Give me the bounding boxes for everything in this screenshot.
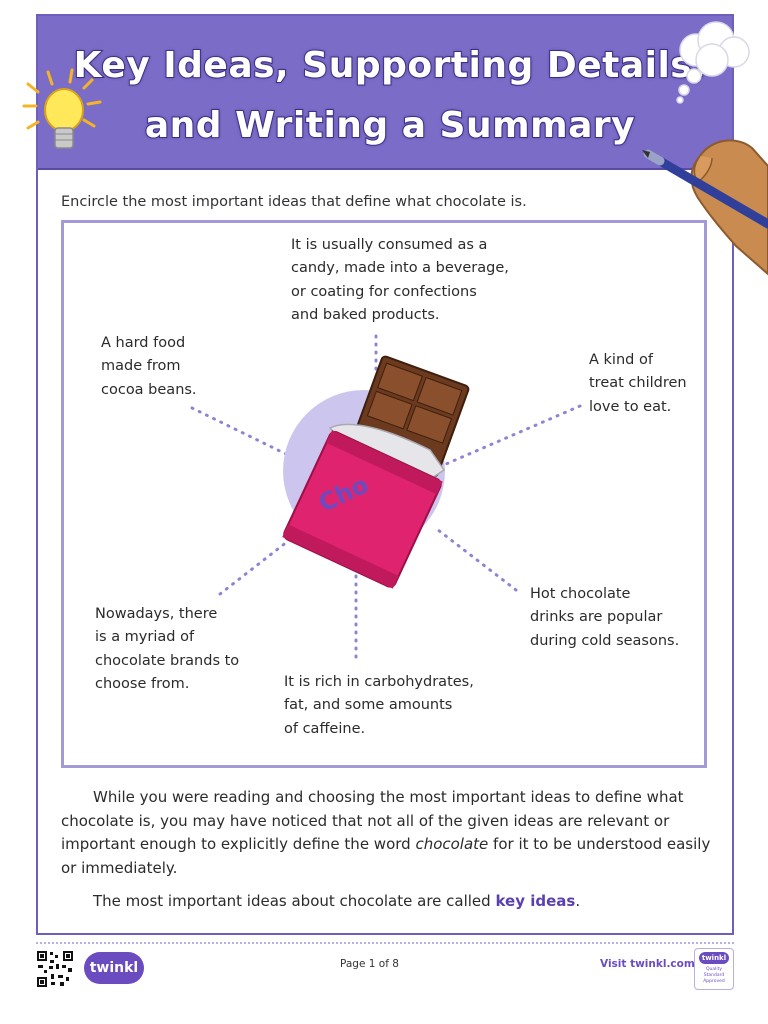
title-banner bbox=[38, 16, 732, 170]
idea-lower-right: Hot chocolate drinks are popular during … bbox=[530, 586, 680, 649]
idea-upper-right: A kind of treat children love to eat. bbox=[589, 352, 687, 415]
footer-divider bbox=[36, 942, 734, 944]
connector-upper-left bbox=[190, 406, 292, 458]
title-line-1: Key Ideas, Supporting Details, bbox=[73, 44, 707, 87]
connector-lower-left bbox=[218, 536, 294, 596]
paragraph-1-before: While you were reading and choosing the … bbox=[61, 788, 684, 853]
instruction-text: Encircle the most important ideas that d… bbox=[61, 194, 527, 210]
twinkl-logo-icon[interactable]: twinkl bbox=[84, 952, 144, 984]
paragraph-2: The most important ideas about chocolate… bbox=[61, 890, 711, 914]
idea-top: It is usually consumed as a candy, made … bbox=[291, 237, 509, 323]
thought-cloud-icon bbox=[676, 21, 750, 104]
badge-caption: Quality Standard Approved bbox=[703, 967, 725, 984]
qr-code-icon[interactable] bbox=[36, 950, 74, 988]
visit-link[interactable]: Visit twinkl.com.ph bbox=[600, 958, 714, 970]
paragraph-2-after: . bbox=[575, 892, 581, 910]
connector-lower-right bbox=[436, 528, 518, 592]
paragraph-2-before: The most important ideas about chocolate… bbox=[93, 892, 496, 910]
page-frame bbox=[36, 14, 734, 935]
idea-upper-left: A hard food made from cocoa beans. bbox=[101, 335, 197, 398]
quality-badge-icon: twinkl Quality Standard Approved bbox=[694, 948, 734, 990]
paragraph-1-italic: chocolate bbox=[415, 835, 489, 853]
lightbulb-icon bbox=[22, 68, 102, 149]
paragraph-1-after: for it to be understood easily or immedi… bbox=[61, 835, 711, 877]
title-line-2: and Writing a Summary bbox=[144, 104, 636, 147]
chocolate-wrapper-icon bbox=[282, 430, 443, 589]
page-title: Key Ideas, Supporting Details, and Writi… bbox=[70, 36, 710, 156]
paragraph-1: While you were reading and choosing the … bbox=[61, 786, 711, 880]
page-number: Page 1 of 8 bbox=[340, 958, 399, 970]
idea-bottom: It is rich in carbohydrates, fat, and so… bbox=[284, 674, 474, 737]
key-ideas-link[interactable]: key ideas bbox=[495, 892, 576, 910]
idea-lower-left: Nowadays, there is a myriad of chocolate… bbox=[95, 606, 240, 692]
connector-upper-right bbox=[444, 404, 582, 466]
hand-with-pen-icon bbox=[642, 139, 768, 276]
twinkl-logo-text: twinkl bbox=[89, 960, 139, 976]
badge-logo: twinkl bbox=[699, 952, 729, 964]
